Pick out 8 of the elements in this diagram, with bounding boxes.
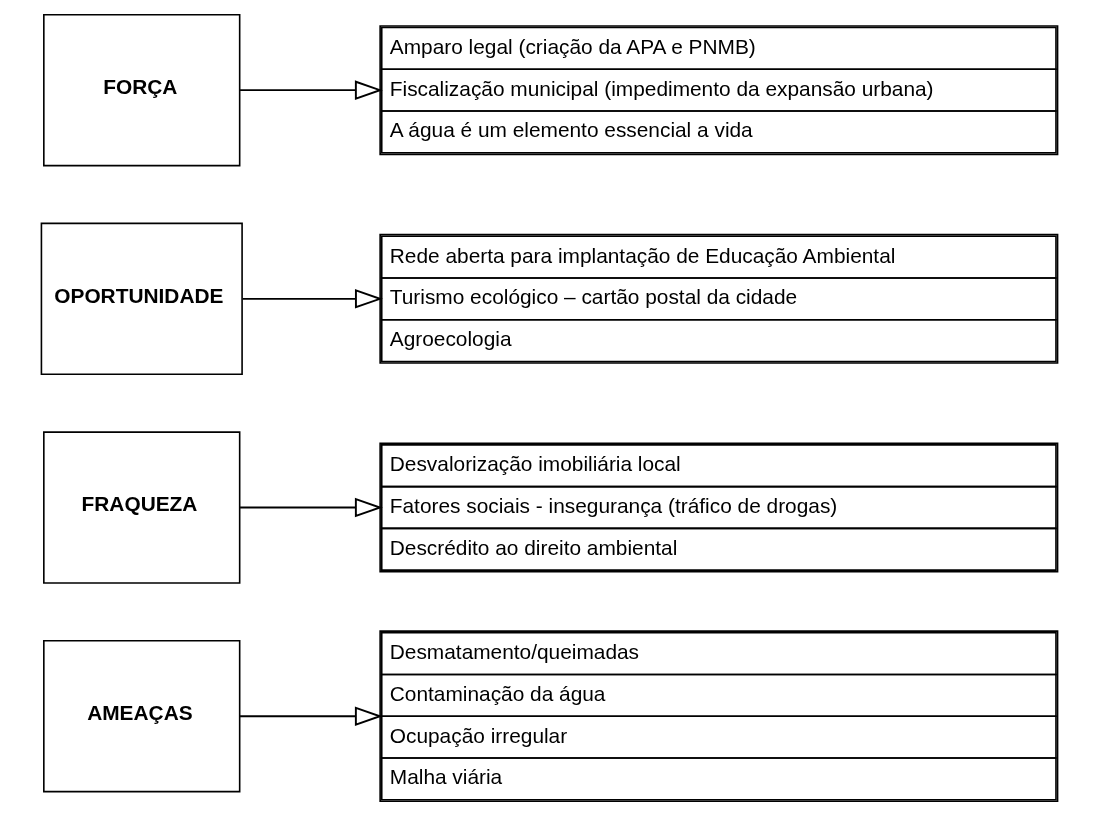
node-box: FRAQUEZA: [43, 431, 241, 584]
arrow: [239, 80, 383, 100]
arrow: [241, 289, 383, 309]
node-box: AMEAÇAS: [43, 639, 241, 793]
arrow: [239, 706, 383, 726]
node-box: FORÇA: [43, 13, 241, 167]
node-box: OPORTUNIDADE: [40, 222, 243, 376]
arrow: [239, 497, 383, 518]
